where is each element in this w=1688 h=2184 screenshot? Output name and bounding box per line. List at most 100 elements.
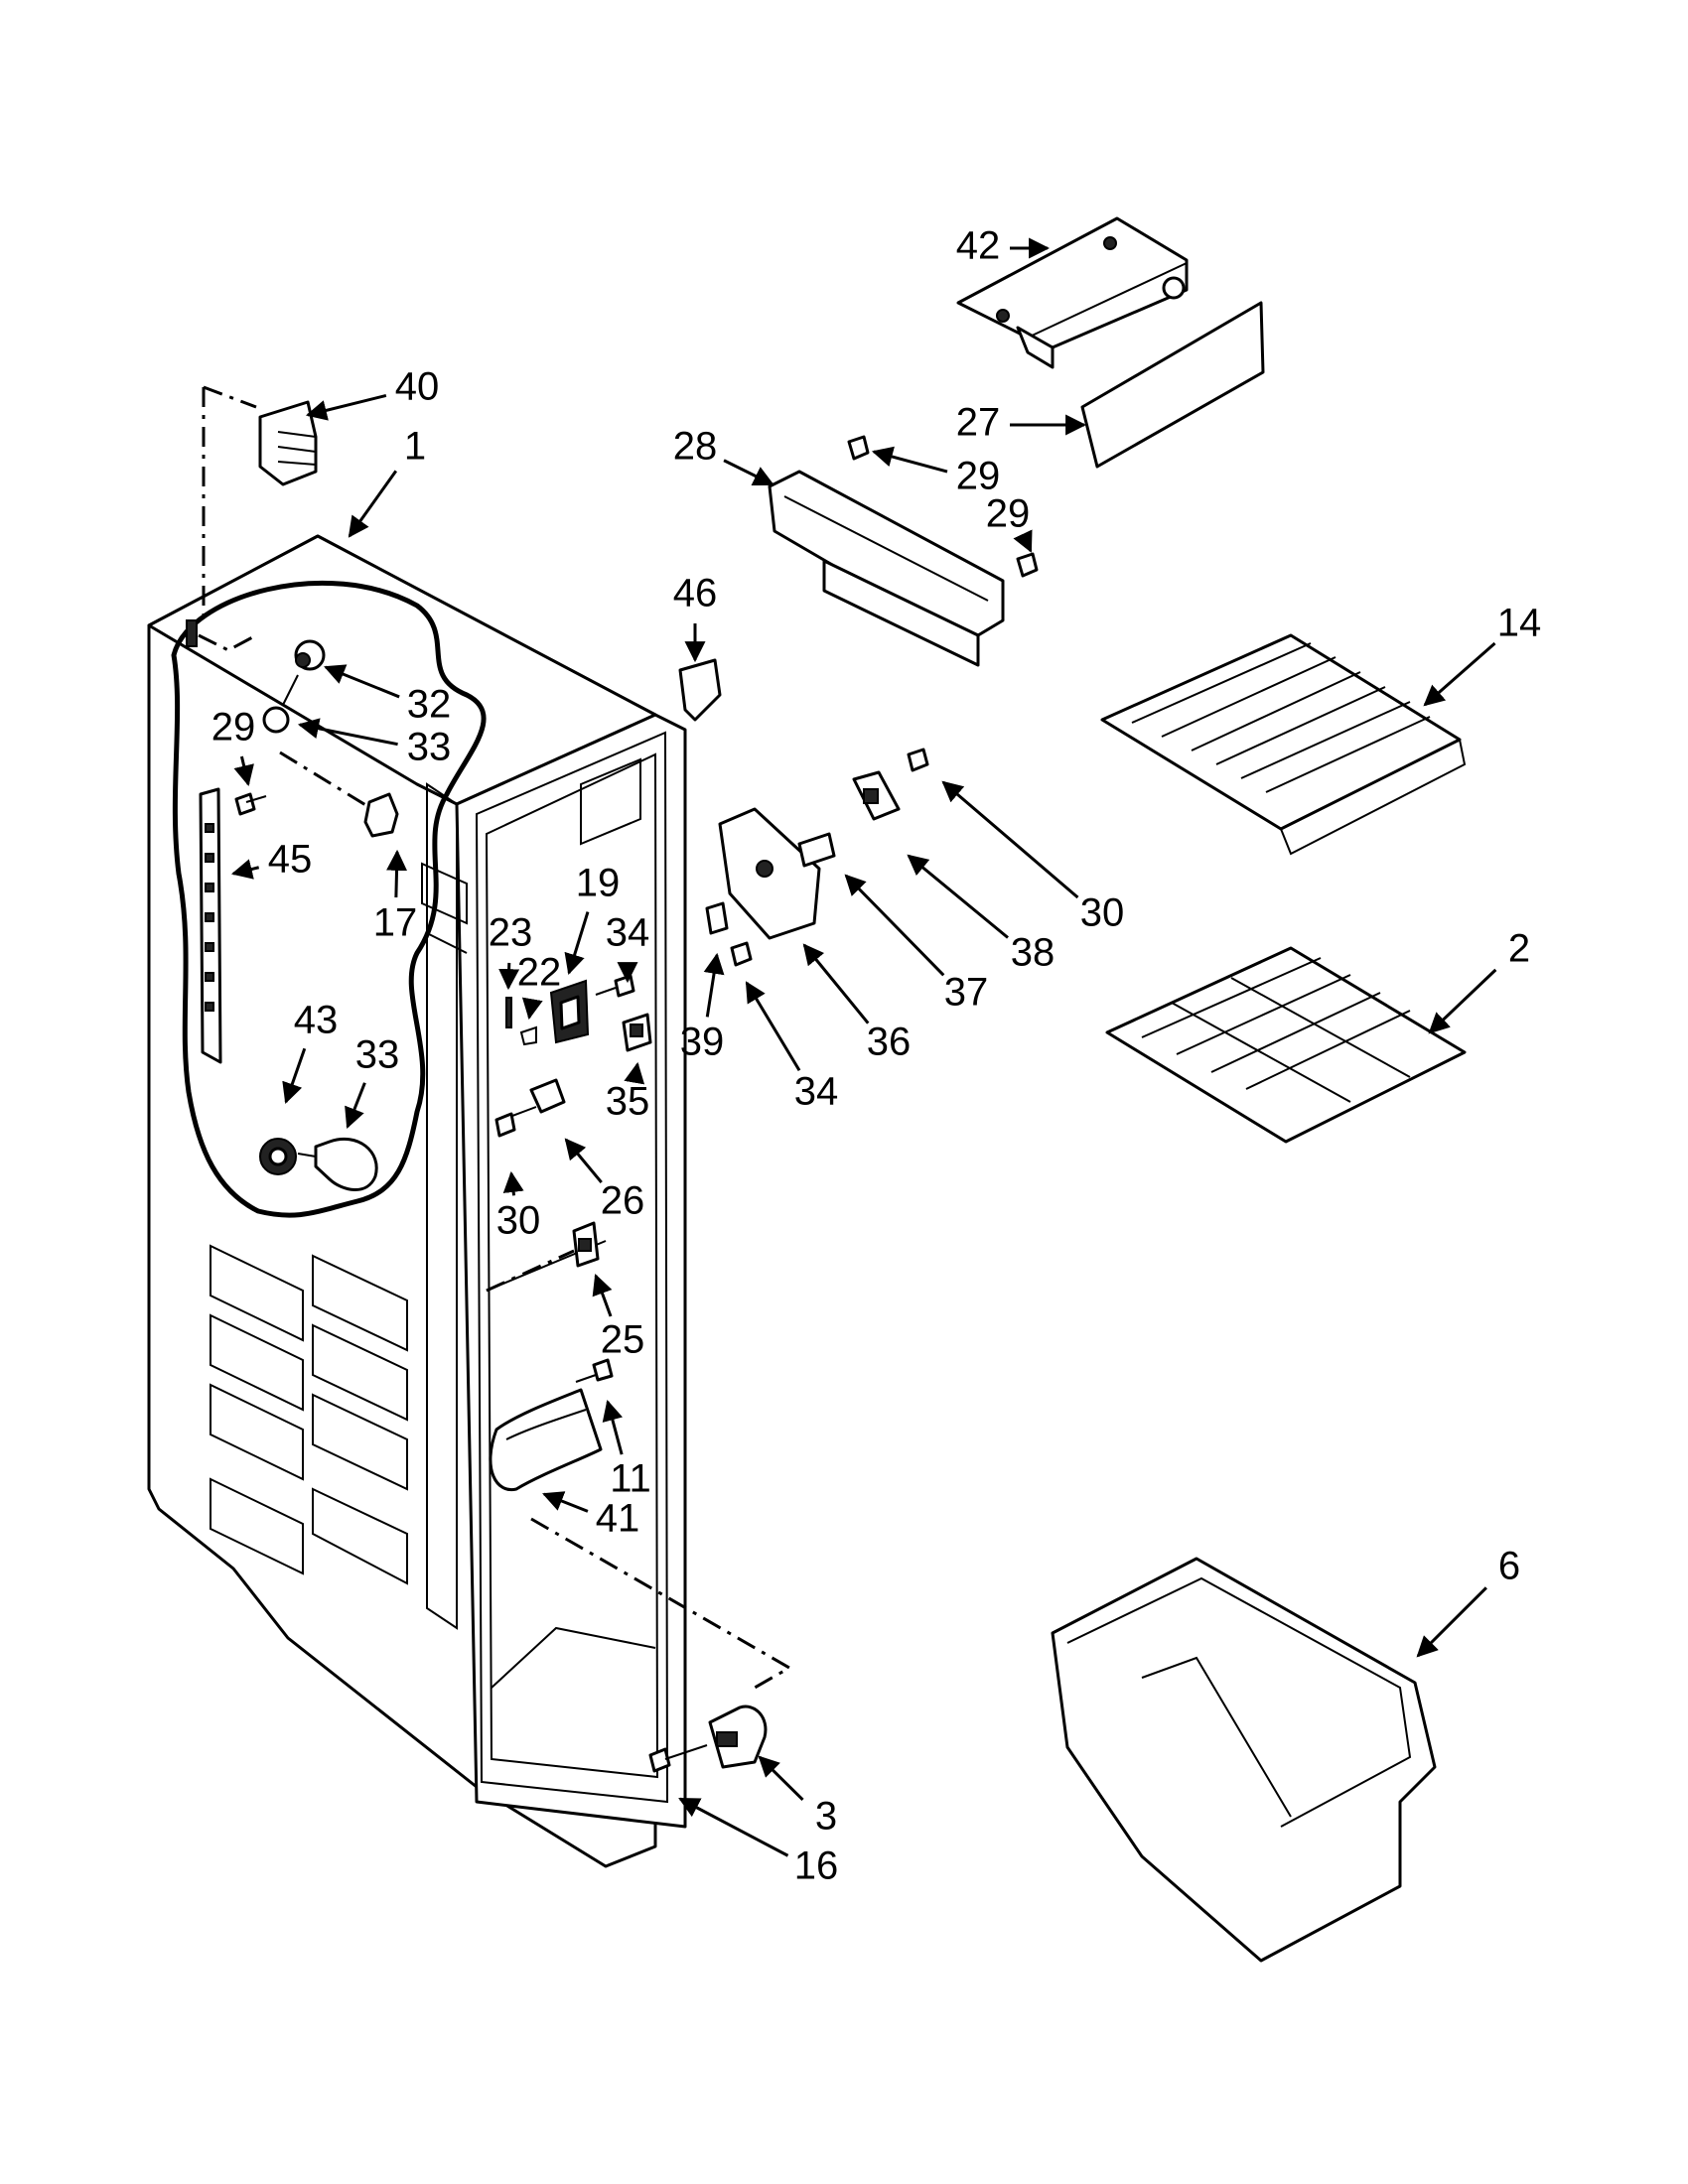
- cutaway-outline: [171, 580, 487, 1218]
- callout-c1: 1: [404, 425, 426, 469]
- callout-c29b: 29: [986, 492, 1031, 536]
- part-3-hinge: [708, 1705, 768, 1769]
- dash-25: [486, 1249, 575, 1293]
- callout-c14: 14: [1497, 602, 1542, 645]
- part-29-screw-right: [1016, 552, 1039, 578]
- callout-c36: 36: [867, 1021, 912, 1064]
- callout-c33b: 33: [355, 1033, 400, 1077]
- dash-40: [202, 385, 257, 615]
- leader-c14: [1423, 641, 1496, 707]
- callout-c34b: 34: [794, 1070, 839, 1114]
- part-42-cover: [956, 216, 1189, 369]
- callout-c28: 28: [673, 425, 718, 469]
- leader-c6: [1416, 1586, 1487, 1658]
- part-33-bulb-top: [262, 706, 290, 734]
- callout-c39: 39: [680, 1021, 725, 1064]
- leader-c16: [678, 1797, 789, 1857]
- leader-c29a: [871, 446, 948, 474]
- part-41-cover: [489, 1388, 603, 1492]
- callout-c23: 23: [489, 911, 533, 955]
- callout-c29c: 29: [211, 706, 256, 750]
- part-46-clip: [678, 658, 722, 722]
- leader-c45: [230, 859, 260, 880]
- part-29-screw-left: [234, 792, 267, 816]
- part-37-bracket: [797, 832, 836, 868]
- part-43-lamp-socket: [259, 1138, 297, 1175]
- callout-c43: 43: [294, 999, 339, 1042]
- leader-c32: [324, 664, 400, 699]
- part-36-housing: [718, 807, 821, 940]
- part-25-connector: [572, 1221, 600, 1268]
- part-34-screw-b: [730, 941, 753, 967]
- leader-c28: [723, 459, 774, 486]
- leader-c22: [521, 997, 543, 1021]
- part-32-socket: [282, 639, 326, 706]
- part-39-knob: [705, 901, 729, 935]
- part-35-bracket: [622, 1013, 652, 1052]
- callout-c17: 17: [373, 901, 418, 945]
- part-40-clip: [258, 400, 318, 486]
- callout-c2: 2: [1508, 927, 1530, 971]
- leader-c33b: [345, 1082, 366, 1129]
- leader-c40: [305, 393, 387, 421]
- callout-c22: 22: [517, 951, 562, 995]
- leader-c25: [592, 1274, 613, 1317]
- leader-c39: [703, 952, 725, 1018]
- callout-c32: 32: [407, 683, 452, 727]
- part-19-switch: [549, 979, 590, 1044]
- leader-c19: [564, 911, 590, 976]
- callout-c35: 35: [606, 1080, 650, 1124]
- callout-c3: 3: [815, 1795, 837, 1839]
- leader-c29c: [233, 755, 254, 787]
- leader-c23: [498, 962, 520, 991]
- callout-c46: 46: [673, 572, 718, 615]
- part-14-shelf: [1100, 633, 1467, 856]
- callout-c41: 41: [596, 1497, 640, 1541]
- callout-c6: 6: [1498, 1545, 1520, 1588]
- leader-c36: [802, 943, 870, 1024]
- leader-c30a: [941, 780, 1079, 899]
- dash-41: [530, 1517, 793, 1690]
- callout-c25: 25: [601, 1318, 645, 1362]
- part-22-spring: [519, 1025, 537, 1046]
- part-30-screw-right: [907, 748, 929, 772]
- callout-c16: 16: [794, 1844, 839, 1888]
- part-29-screw-top: [847, 435, 870, 461]
- callout-c42: 42: [956, 224, 1001, 268]
- callout-c37: 37: [944, 971, 989, 1015]
- dash-32: [198, 633, 257, 652]
- callout-c30a: 30: [1080, 891, 1125, 935]
- leader-c35: [624, 1061, 645, 1085]
- leader-c33a: [297, 718, 398, 747]
- leader-c11: [602, 1399, 624, 1455]
- callout-c45: 45: [268, 838, 313, 882]
- part-11-screw: [575, 1358, 614, 1383]
- leader-c26: [564, 1138, 603, 1184]
- leader-c30b: [502, 1170, 524, 1196]
- part-6-bin: [1051, 1557, 1437, 1963]
- leader-c41: [542, 1491, 589, 1513]
- part-23-pin: [505, 997, 512, 1028]
- part-45-rail: [199, 787, 222, 1064]
- part-30-screw-left: [494, 1112, 516, 1138]
- callout-c33a: 33: [407, 726, 452, 769]
- leader-c3: [758, 1755, 804, 1802]
- callout-c29a: 29: [956, 455, 1001, 498]
- part-28-housing: [768, 470, 1005, 667]
- leader-c17: [386, 849, 408, 898]
- callout-c19: 19: [576, 862, 621, 905]
- part-38-switch: [852, 770, 901, 821]
- callout-c11: 11: [610, 1457, 651, 1501]
- callout-c34a: 34: [606, 911, 650, 955]
- part-2-shelf: [1105, 946, 1467, 1144]
- leader-c29b: [1013, 529, 1033, 553]
- leader-c34b: [745, 981, 801, 1072]
- callout-c26: 26: [601, 1179, 645, 1223]
- part-16-screw: [648, 1744, 708, 1773]
- part-27-panel: [1080, 301, 1265, 469]
- leader-c37: [844, 874, 945, 977]
- callout-c38: 38: [1011, 931, 1055, 975]
- leader-c43: [282, 1047, 307, 1104]
